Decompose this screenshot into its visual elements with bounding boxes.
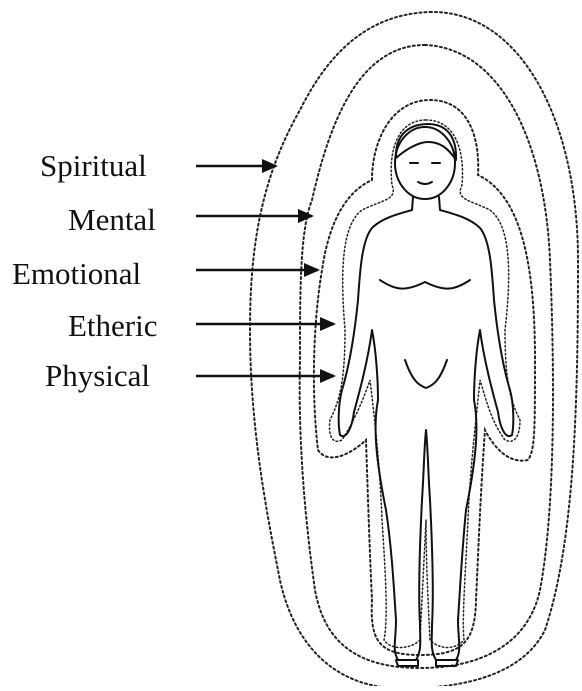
chest-line (380, 280, 470, 289)
label-emotional: Emotional (12, 258, 141, 289)
label-physical: Physical (45, 360, 150, 391)
hair-outline (396, 124, 456, 160)
head-outline (395, 127, 455, 199)
label-spiritual: Spiritual (40, 150, 147, 181)
body-outline (339, 197, 514, 660)
hip-line (405, 360, 447, 388)
label-mental: Mental (68, 204, 156, 235)
label-etheric: Etheric (68, 310, 158, 341)
mouth (418, 182, 432, 184)
